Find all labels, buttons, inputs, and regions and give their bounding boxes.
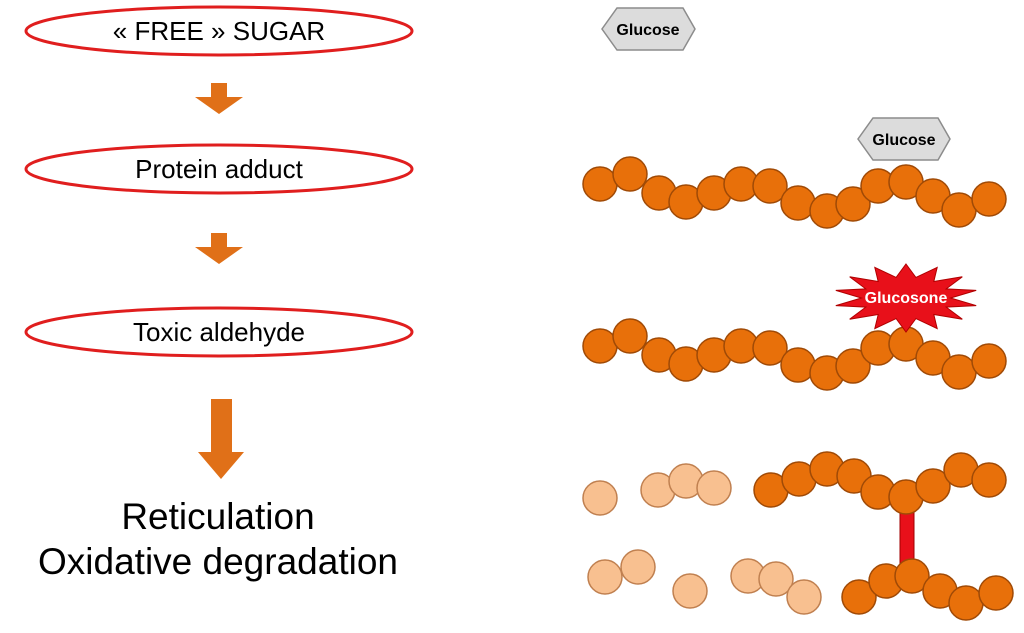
flow-step-toxic-aldehyde: Toxic aldehyde <box>24 306 414 358</box>
ellipse-free-sugar <box>24 5 414 57</box>
protein-chain-1 <box>582 156 1007 229</box>
glucose-label-bound: Glucose <box>872 132 935 149</box>
protein-bead <box>612 156 648 192</box>
fragment-bead <box>582 480 618 516</box>
protein-bead <box>941 354 977 390</box>
glucose-hexagon-free <box>601 7 696 51</box>
result-reticulation: Reticulation <box>121 496 314 537</box>
protein-bead <box>971 462 1007 498</box>
protein-bead <box>915 468 951 504</box>
burst-shape <box>835 263 977 333</box>
protein-bead <box>835 186 871 222</box>
protein-bead <box>978 575 1014 611</box>
protein-bead <box>971 343 1007 379</box>
arrow-2 <box>195 233 243 264</box>
protein-bead <box>971 181 1007 217</box>
result-oxidative-degradation: Oxidative degradation <box>38 541 398 582</box>
protein-bead <box>752 330 788 366</box>
glucosone-label: Glucosone <box>865 290 948 307</box>
flow-step-free-sugar: « FREE » SUGAR <box>24 5 414 57</box>
fragment-bead <box>696 470 732 506</box>
crosslinked-chain-bottom <box>841 558 1014 621</box>
protein-bead <box>941 192 977 228</box>
glucosone-burst: Glucosone <box>835 263 977 333</box>
glucose-hexagon-bound <box>857 117 951 161</box>
fragment-bead <box>620 549 656 585</box>
protein-bead <box>948 585 984 621</box>
label-free-sugar: « FREE » SUGAR <box>113 16 325 46</box>
protein-chain-2 <box>582 318 1007 391</box>
ellipse-protein-adduct <box>24 143 414 195</box>
protein-bead <box>752 168 788 204</box>
protein-bead <box>835 348 871 384</box>
protein-bead <box>582 166 618 202</box>
protein-bead <box>894 558 930 594</box>
protein-bead <box>582 328 618 364</box>
glucose-free: Glucose <box>601 7 696 51</box>
crosslink-bridge <box>899 511 915 565</box>
fragment-bead <box>672 573 708 609</box>
flow-step-protein-adduct: Protein adduct <box>24 143 414 195</box>
arrow-1 <box>195 83 243 114</box>
fragment-bead <box>587 559 623 595</box>
arrow-3 <box>198 399 244 479</box>
fragment-bead <box>786 579 822 615</box>
fragment-bead <box>758 561 794 597</box>
label-toxic-aldehyde: Toxic aldehyde <box>133 317 305 347</box>
protein-bead <box>841 579 877 615</box>
ellipse-toxic-aldehyde <box>24 306 414 358</box>
glucose-label-free: Glucose <box>616 22 679 39</box>
glucose-bound: Glucose <box>857 117 951 161</box>
label-protein-adduct: Protein adduct <box>135 154 303 184</box>
protein-bead <box>612 318 648 354</box>
degraded-fragments <box>582 463 822 615</box>
crosslinked-chain-top <box>753 451 1007 515</box>
